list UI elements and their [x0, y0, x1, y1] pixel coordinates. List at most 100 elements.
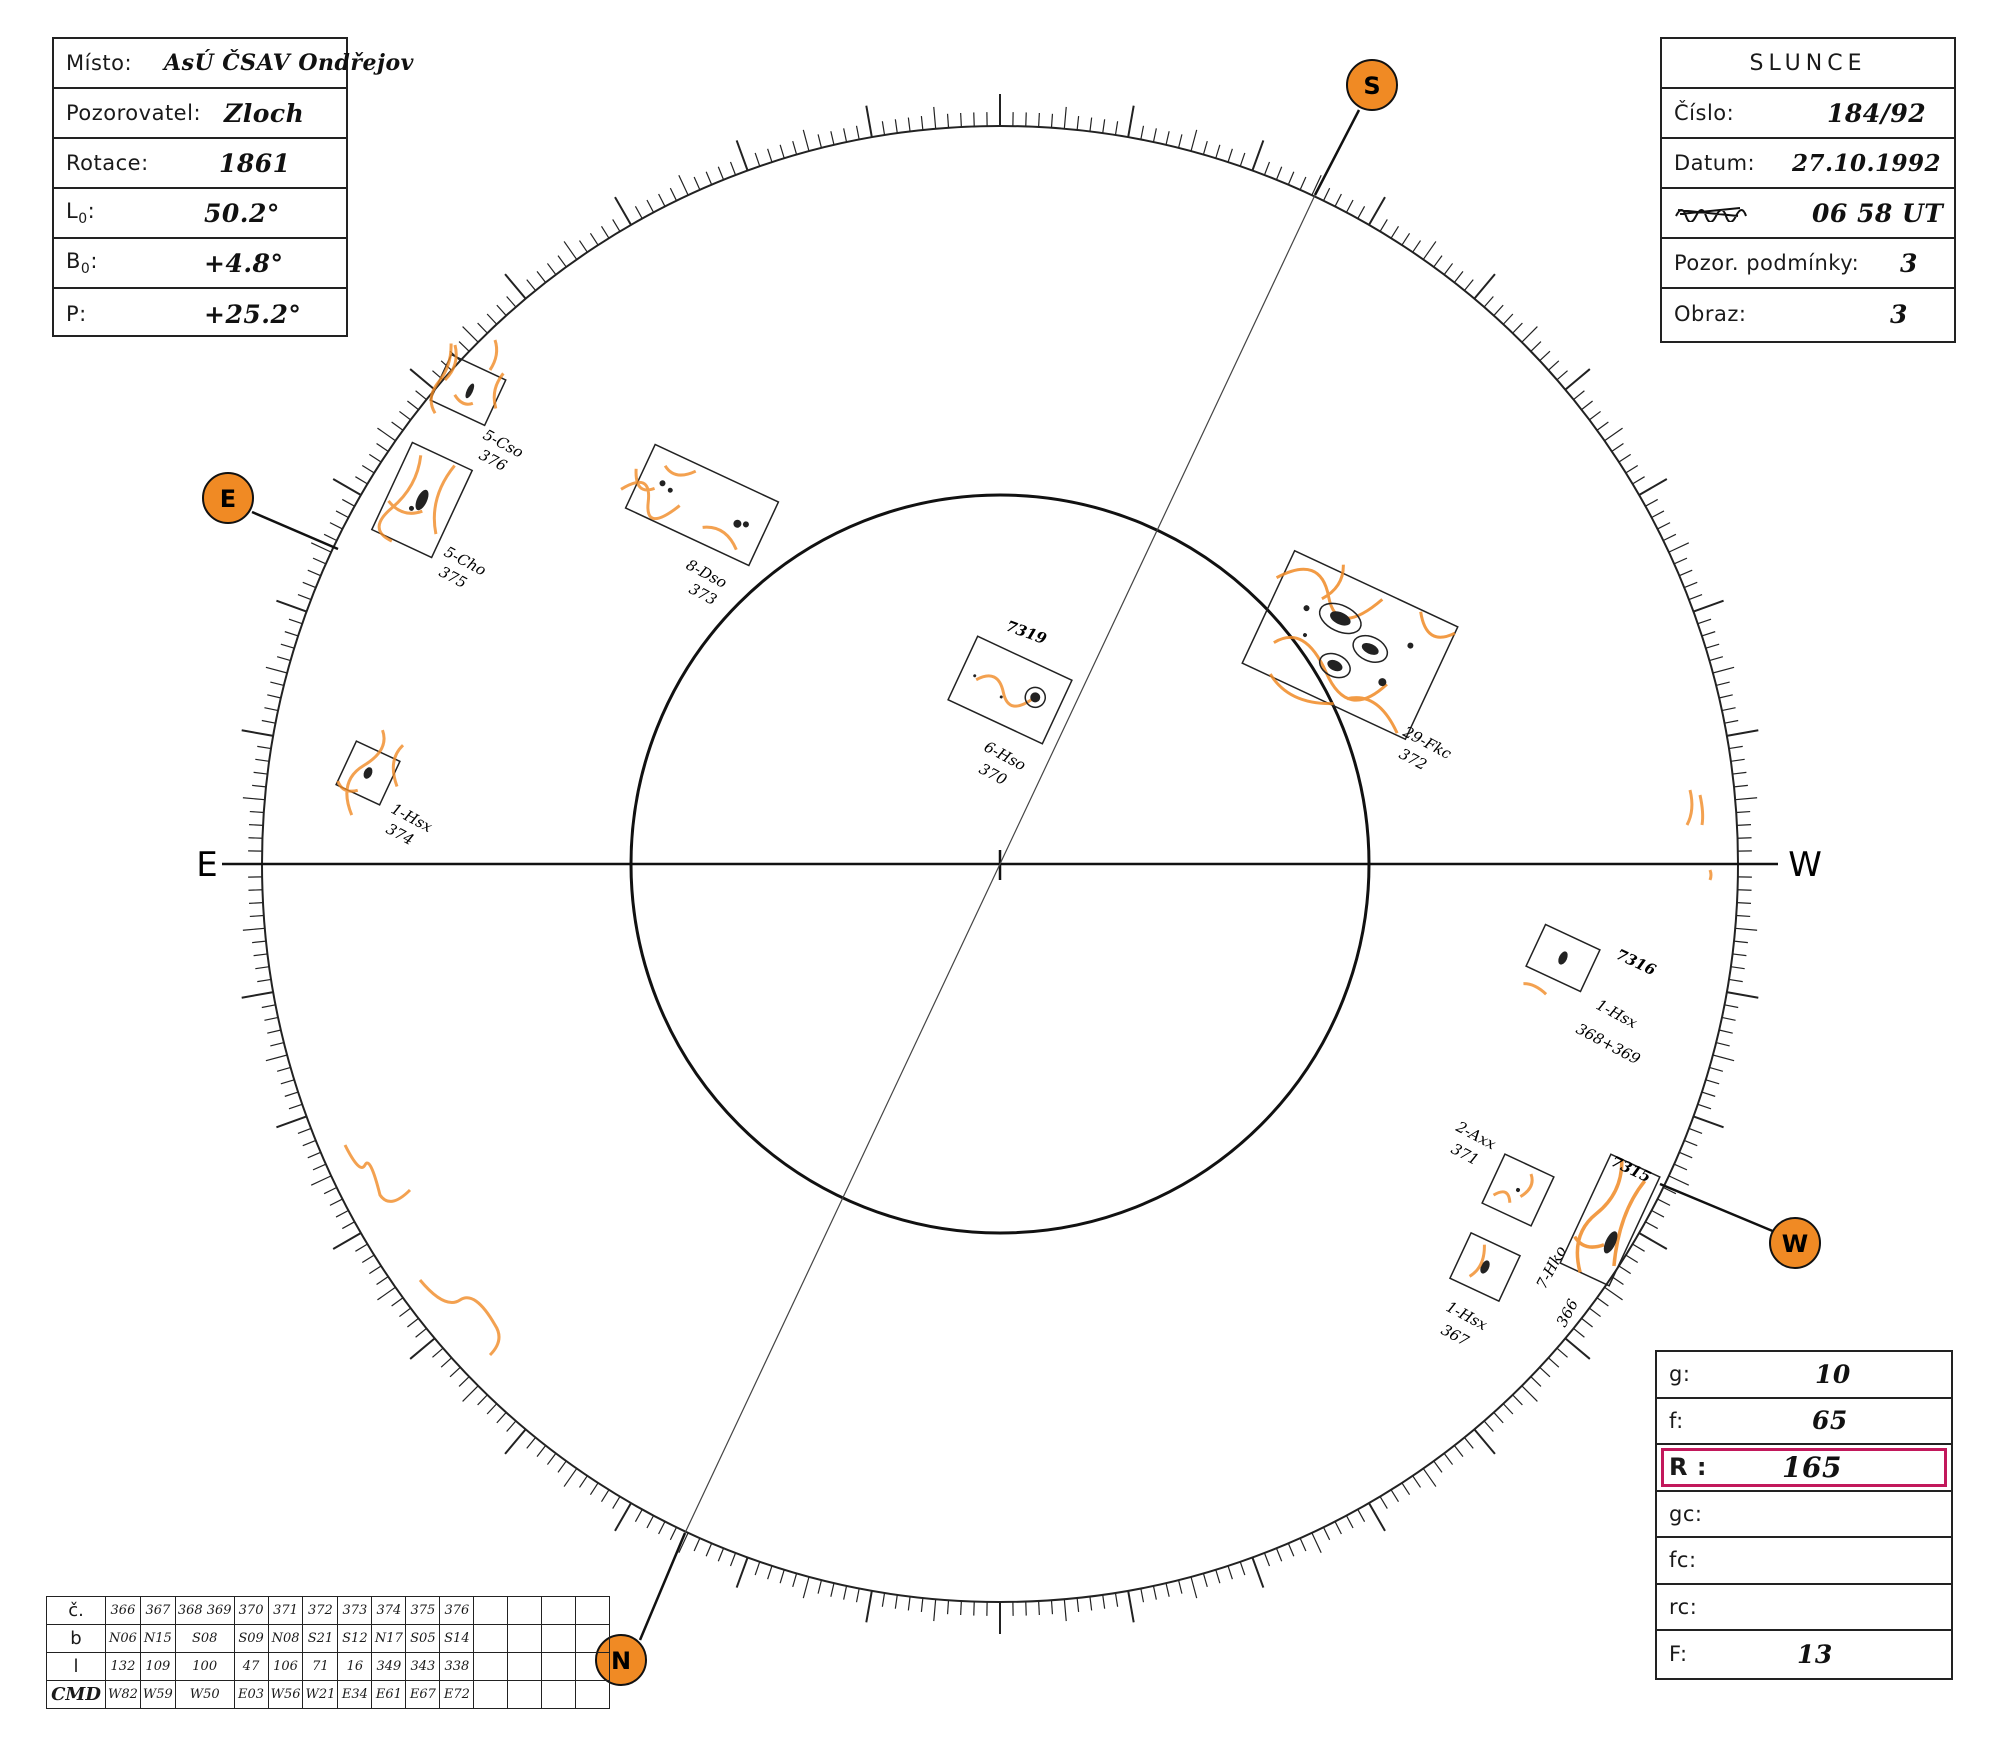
- degree-tick: [1412, 240, 1422, 253]
- degree-tick: [1548, 1357, 1560, 1368]
- degree-tick: [1401, 1482, 1411, 1496]
- degree-tick: [578, 1475, 588, 1488]
- table-cell: N08: [267, 1624, 304, 1653]
- degree-tick: [1463, 1437, 1474, 1449]
- table-cell: 100: [174, 1652, 235, 1681]
- cislo-row: Číslo: 184/92: [1662, 89, 1954, 139]
- degree-tick: [458, 1376, 470, 1387]
- table-cell: E61: [371, 1680, 407, 1709]
- degree-tick: [717, 1548, 725, 1562]
- degree-tick: [1673, 557, 1688, 565]
- degree-tick: [249, 914, 264, 918]
- degree-tick: [612, 1496, 621, 1509]
- degree-tick: [1473, 1428, 1496, 1455]
- degree-tick: [1202, 140, 1208, 155]
- degree-tick: [830, 131, 835, 146]
- table-cell: E72: [439, 1680, 475, 1709]
- degree-tick: [335, 1209, 349, 1218]
- faculae-ne-limb: [443, 339, 499, 382]
- degree-tick: [252, 784, 267, 788]
- degree-tick: [462, 1385, 479, 1402]
- degree-tick: [843, 1585, 848, 1600]
- degree-tick: [248, 902, 264, 904]
- table-cell: S14: [439, 1624, 475, 1653]
- degree-tick: [693, 176, 701, 191]
- group-368-369-class: 1-Hsx: [1593, 996, 1641, 1033]
- table-cell: [575, 1652, 611, 1681]
- degree-tick: [1140, 125, 1145, 140]
- pozor-podminky-value: 3: [1900, 248, 1918, 278]
- degree-tick: [1697, 618, 1712, 625]
- pozor-podminky-label: Pozor. podmínky:: [1674, 251, 1860, 275]
- degree-tick: [1735, 927, 1758, 931]
- degree-tick: [1190, 1576, 1198, 1599]
- degree-tick: [705, 171, 713, 185]
- degree-tick: [1668, 1175, 1690, 1186]
- degree-tick: [1379, 1496, 1388, 1509]
- degree-tick: [1733, 784, 1748, 788]
- degree-tick: [253, 771, 268, 775]
- degree-tick: [310, 1175, 332, 1186]
- degree-tick: [792, 140, 798, 155]
- degree-tick: [557, 255, 567, 268]
- gc-row: gc:: [1657, 1492, 1951, 1538]
- degree-tick: [307, 1151, 321, 1159]
- degree-tick: [265, 666, 288, 674]
- degree-tick: [276, 599, 307, 613]
- compass-n-label: N: [611, 1647, 631, 1675]
- degree-tick: [1239, 1561, 1246, 1576]
- degree-tick: [1625, 1254, 1639, 1264]
- degree-tick: [1345, 1515, 1354, 1529]
- l0-row: L0: 50.2°: [54, 189, 346, 239]
- degree-tick: [302, 1139, 316, 1147]
- sunspot-group-376: [429, 343, 507, 427]
- table-cell: [507, 1652, 543, 1681]
- degree-tick: [1718, 694, 1733, 699]
- degree-tick: [1368, 1502, 1386, 1532]
- table-cell: [541, 1680, 577, 1709]
- degree-tick: [506, 296, 517, 308]
- degree-tick: [506, 1420, 517, 1432]
- misto-row: Místo: AsÚ ČSAV Ondřejov: [54, 39, 413, 89]
- degree-tick: [546, 263, 557, 275]
- rotace-value: 1861: [219, 148, 291, 178]
- east-pole-stub: [251, 510, 339, 551]
- degree-tick: [843, 128, 848, 143]
- degree-tick: [1638, 1232, 1668, 1250]
- degree-tick: [1718, 1029, 1733, 1034]
- r-value: 165: [1782, 1450, 1842, 1484]
- degree-tick: [1299, 176, 1307, 191]
- table-cell: S12: [337, 1624, 373, 1653]
- degree-tick: [802, 129, 810, 152]
- table-cell: S09: [233, 1624, 269, 1653]
- sunspot-group-372: [1241, 549, 1459, 741]
- cislo-label: Číslo:: [1674, 101, 1735, 125]
- degree-tick: [257, 745, 272, 750]
- degree-tick: [754, 1561, 761, 1576]
- degree-tick: [1604, 427, 1623, 442]
- west-pole-stub: [1659, 1182, 1776, 1234]
- degree-tick: [253, 953, 268, 957]
- degree-tick: [1539, 350, 1551, 362]
- degree-tick: [1705, 643, 1720, 649]
- table-cell: 367: [139, 1596, 176, 1625]
- degree-tick: [368, 453, 382, 463]
- degree-tick: [1165, 131, 1170, 146]
- table-cell: [507, 1624, 543, 1653]
- degree-tick: [477, 322, 488, 334]
- degree-tick: [1730, 966, 1745, 970]
- degree-tick: [1227, 148, 1233, 163]
- table-cell: N17: [371, 1624, 407, 1653]
- degree-tick: [1709, 1066, 1724, 1072]
- degree-tick: [634, 1509, 643, 1523]
- degree-tick: [1239, 152, 1246, 167]
- degree-tick: [241, 729, 274, 737]
- degree-tick: [284, 1091, 299, 1097]
- degree-tick: [415, 390, 427, 401]
- compass-south-marker: S: [1346, 59, 1398, 111]
- gc-label: gc:: [1669, 1501, 1703, 1526]
- table-cell: 374: [371, 1596, 407, 1625]
- degree-tick: [802, 1576, 810, 1599]
- degree-tick: [377, 1286, 396, 1301]
- degree-tick: [881, 1592, 886, 1607]
